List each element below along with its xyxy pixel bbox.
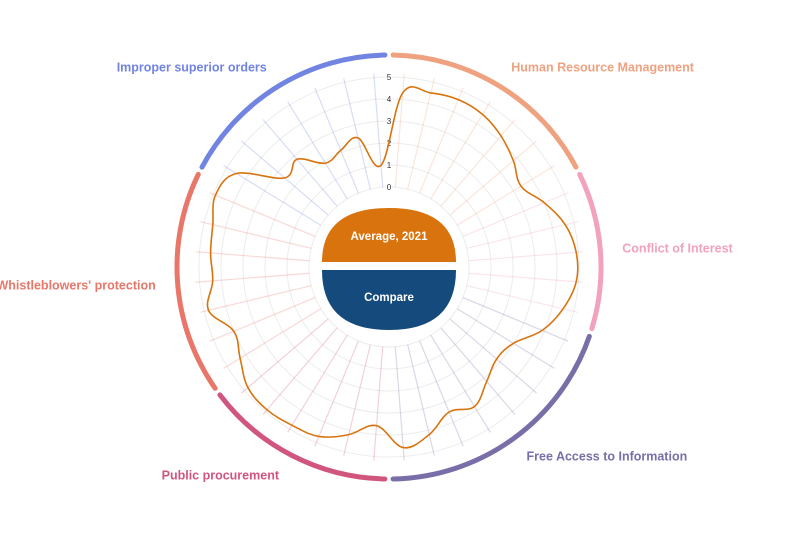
spoke xyxy=(195,272,310,283)
spoke xyxy=(287,101,348,200)
grid-circle-0 xyxy=(308,186,470,348)
category-label: Improper superior orders xyxy=(117,60,267,74)
category-label: Conflict of Interest xyxy=(622,242,733,256)
category-arc xyxy=(199,52,388,170)
spoke xyxy=(449,140,537,216)
compare-button[interactable]: Compare xyxy=(322,270,456,330)
spoke xyxy=(223,165,322,226)
spoke xyxy=(262,119,338,207)
spoke xyxy=(419,87,464,194)
category-label: Human Resource Management xyxy=(511,60,695,74)
spoke xyxy=(373,73,384,188)
spoke xyxy=(200,221,312,249)
spoke xyxy=(449,318,537,394)
category-label: Whistleblowers' protection xyxy=(0,278,156,292)
spoke xyxy=(394,346,405,461)
grid-circle-3 xyxy=(242,120,536,414)
spoke xyxy=(456,308,555,369)
spoke xyxy=(195,251,310,262)
average-2021-label: Average, 2021 xyxy=(351,231,429,243)
spoke xyxy=(468,251,583,262)
tick-label-0: 0 xyxy=(387,183,392,192)
spoke xyxy=(430,334,491,433)
spoke xyxy=(209,192,316,237)
spoke xyxy=(241,318,329,394)
spoke xyxy=(287,334,348,433)
category-arcs xyxy=(174,52,604,482)
category-arc xyxy=(577,171,604,332)
category-arc xyxy=(390,333,592,482)
spoke xyxy=(262,327,338,415)
grid-circle-4 xyxy=(220,98,558,436)
spoke xyxy=(419,340,464,447)
grid-circle-2 xyxy=(264,142,514,392)
grid-circle-1 xyxy=(286,164,492,370)
spoke xyxy=(430,101,491,200)
spoke xyxy=(343,78,371,190)
tick-label-4: 4 xyxy=(387,95,392,104)
spoke xyxy=(373,346,384,461)
spoke xyxy=(209,297,316,342)
category-arc xyxy=(217,392,388,482)
spoke xyxy=(200,285,312,313)
series-line xyxy=(206,86,579,449)
category-arc xyxy=(390,52,579,170)
spoke xyxy=(468,272,583,283)
spoke xyxy=(466,285,578,313)
category-label: Public procurement xyxy=(162,468,280,482)
spoke xyxy=(407,344,435,456)
spoke xyxy=(314,87,359,194)
spoke xyxy=(466,221,578,249)
spoke xyxy=(440,119,516,207)
spoke xyxy=(314,340,359,447)
spoke xyxy=(462,297,569,342)
tick-label-5: 5 xyxy=(387,73,392,82)
spoke xyxy=(394,73,405,188)
spoke xyxy=(343,344,371,456)
spoke xyxy=(440,327,516,415)
category-arc xyxy=(174,171,218,391)
spoke xyxy=(456,165,555,226)
grid-circle-5 xyxy=(198,76,580,458)
average-2021-button[interactable]: Average, 2021 xyxy=(322,208,456,262)
tick-label-1: 1 xyxy=(387,161,392,170)
spoke xyxy=(407,78,435,190)
tick-label-3: 3 xyxy=(387,117,392,126)
spokes xyxy=(195,73,583,461)
category-label: Free Access to Information xyxy=(527,449,688,463)
spoke xyxy=(462,192,569,237)
compare-label: Compare xyxy=(364,292,414,304)
